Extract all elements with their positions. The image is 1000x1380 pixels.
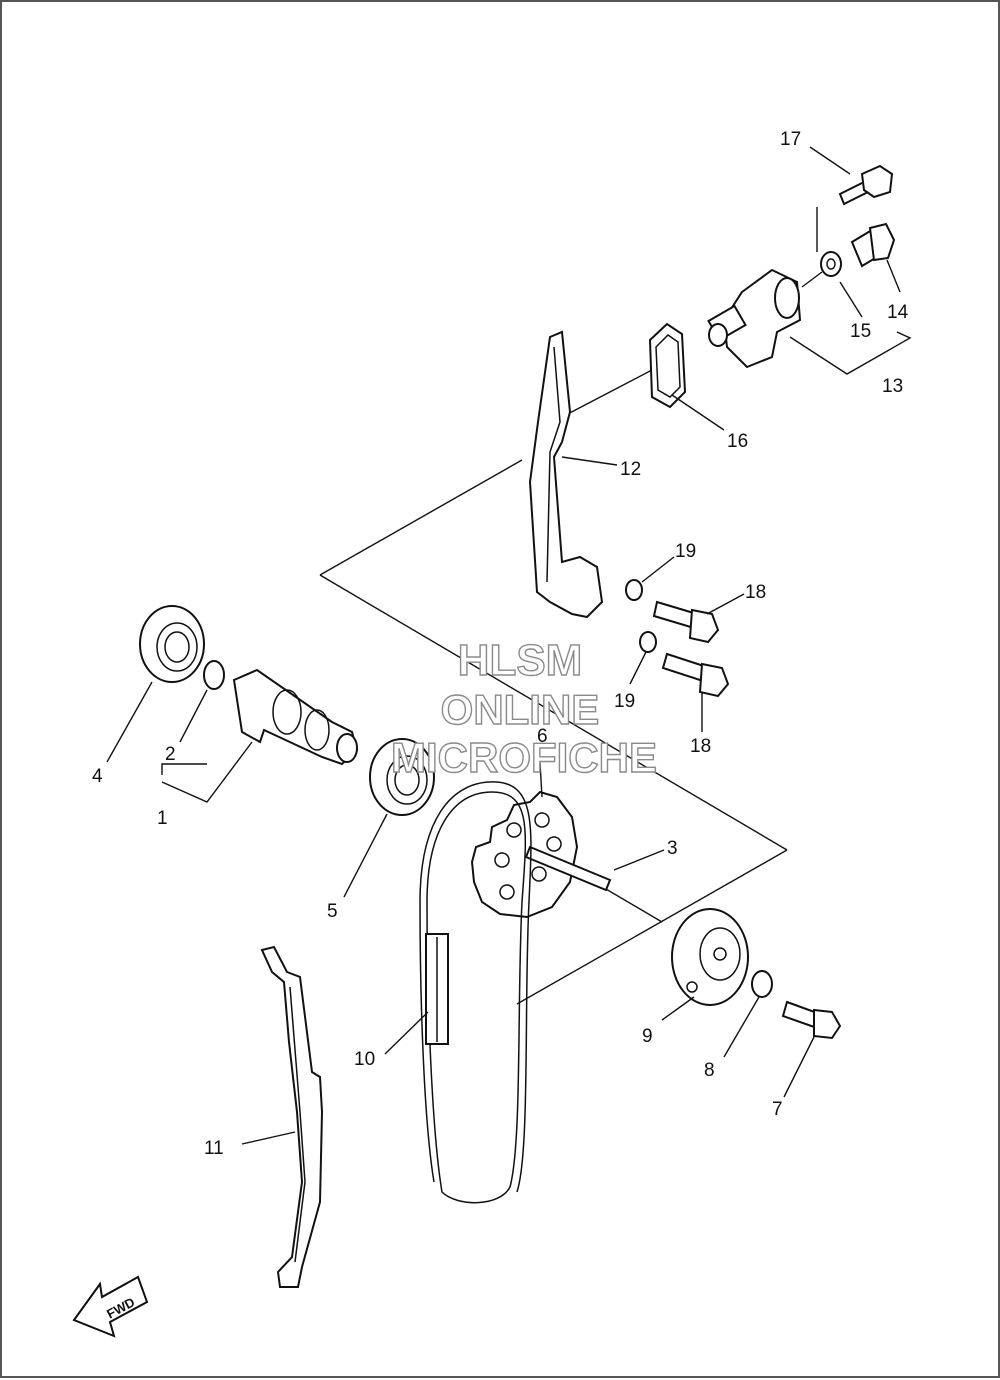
callout-2: 2 <box>165 744 176 765</box>
callout-15: 15 <box>850 321 871 342</box>
callout-17: 17 <box>780 129 801 150</box>
callout-labels: 1 2 3 4 5 6 7 8 9 10 11 12 13 14 15 16 1… <box>92 129 909 1159</box>
callout-14: 14 <box>887 302 909 323</box>
watermark-line-1: HLSM <box>458 636 583 685</box>
watermark-line-2: ONLINE <box>441 686 600 733</box>
bolt-17[interactable] <box>838 164 894 206</box>
washer-15[interactable] <box>820 251 842 277</box>
tensioner-cap-bolt[interactable] <box>850 222 896 268</box>
callout-16: 16 <box>727 431 748 452</box>
tensioner-gasket[interactable] <box>648 322 687 409</box>
chain-tensioner-guide[interactable] <box>528 330 604 619</box>
chain-guide-11[interactable] <box>260 945 324 1288</box>
callout-3: 3 <box>667 838 678 859</box>
callout-18-lower: 18 <box>690 736 711 757</box>
callout-6: 6 <box>537 726 548 747</box>
leader-lines <box>106 146 912 1145</box>
callout-1: 1 <box>157 808 168 829</box>
watermark-line-3: MICROFICHE <box>391 734 657 781</box>
fwd-arrow-icon: FWD <box>72 1275 149 1338</box>
bolt-7[interactable] <box>781 1000 842 1040</box>
washer-19-upper[interactable] <box>625 579 643 601</box>
callout-7: 7 <box>772 1099 783 1120</box>
camshaft[interactable] <box>232 668 359 766</box>
bolt-18-upper[interactable] <box>652 600 720 644</box>
callout-11: 11 <box>204 1138 224 1159</box>
callout-13: 13 <box>882 376 903 397</box>
callout-19-upper: 19 <box>675 541 696 562</box>
decompressor-plate-9[interactable] <box>671 908 749 1006</box>
callout-9: 9 <box>642 1026 653 1047</box>
callout-10: 10 <box>354 1049 375 1070</box>
bolt-18-lower[interactable] <box>661 652 730 698</box>
callout-19-lower: 19 <box>614 691 635 712</box>
callout-18-upper: 18 <box>745 582 766 603</box>
dowel-pin-3[interactable] <box>524 845 612 892</box>
callout-4: 4 <box>92 766 103 787</box>
washer-8[interactable] <box>751 970 773 998</box>
bearing-4[interactable] <box>139 605 205 683</box>
bearing-5[interactable] <box>369 738 435 816</box>
o-ring-2[interactable] <box>203 660 225 690</box>
callout-12: 12 <box>620 459 641 480</box>
callout-5: 5 <box>327 901 338 922</box>
watermark: HLSM ONLINE MICROFICHE <box>390 635 657 781</box>
washer-19-lower[interactable] <box>639 631 657 653</box>
callout-8: 8 <box>704 1060 715 1081</box>
cam-chain-tensioner[interactable] <box>707 268 802 369</box>
